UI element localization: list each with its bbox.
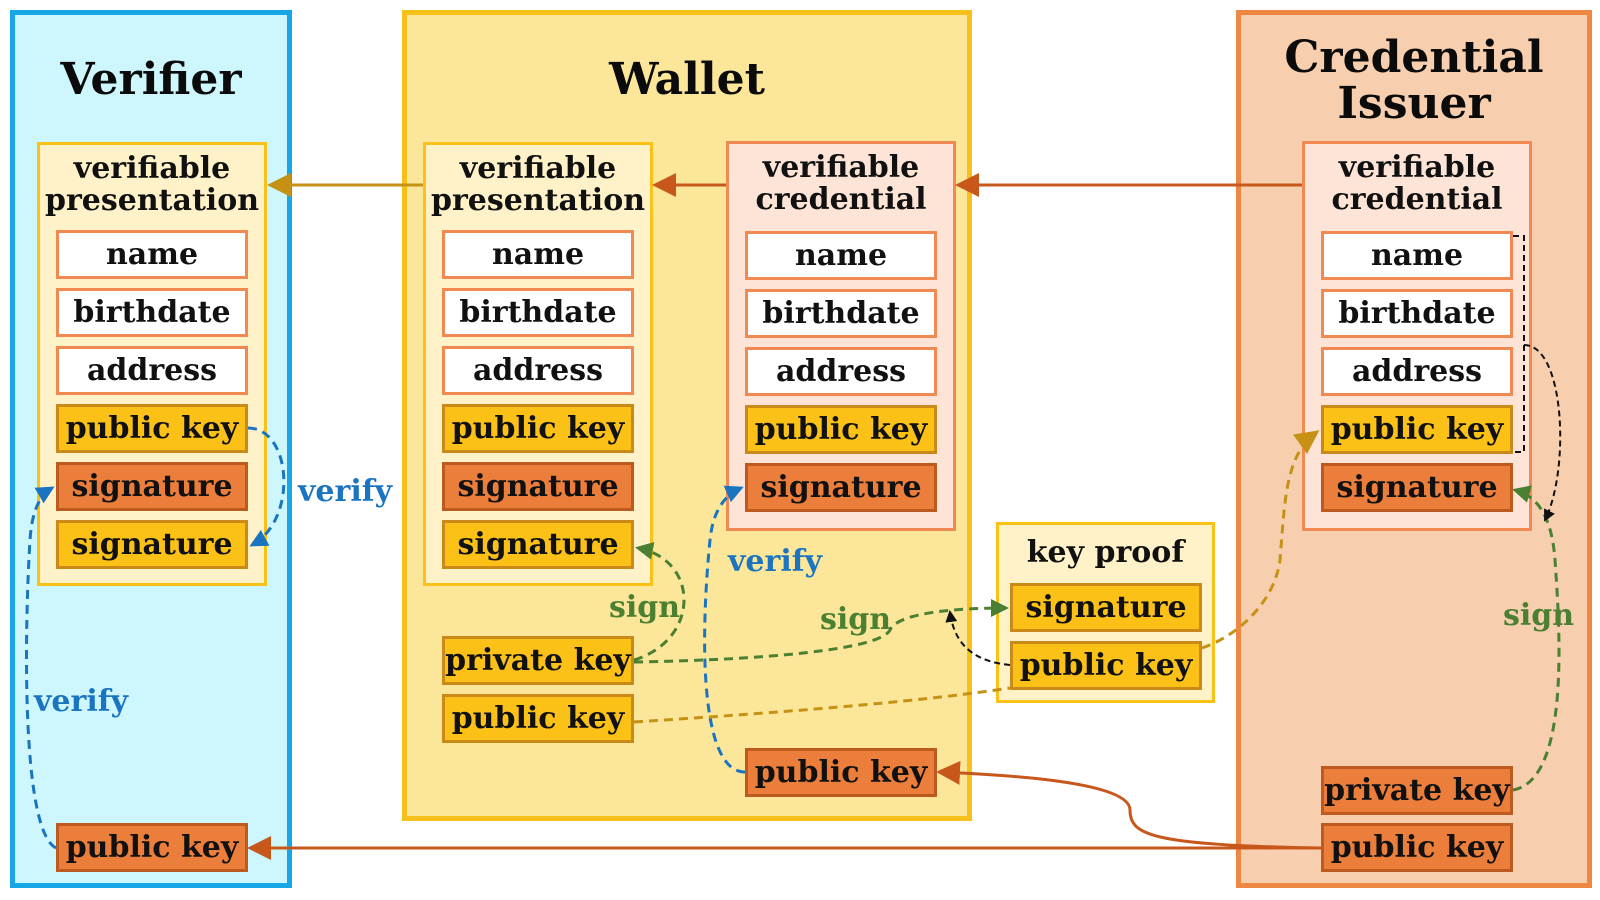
wallet-vp-issuer-signature-field: signature (442, 462, 634, 511)
issuer-title: Credential Issuer (1284, 32, 1544, 129)
sign-label-wallet-presentation: sign (609, 590, 681, 625)
wallet-vc-address-field: address (745, 347, 937, 396)
sign-private-key-to-vp-signature (633, 542, 686, 662)
verify-verifier-pubkey-to-holder-sig (247, 426, 286, 547)
issuer-vc-name-field: name (1321, 231, 1513, 280)
sign-label-wallet-keyproof: sign (820, 602, 892, 637)
issuer-vc-signature-field: signature (1321, 463, 1513, 512)
verifier-issuer-signature-field: signature (56, 462, 248, 511)
link-wallet-pubkey-to-key-proof (633, 686, 1011, 724)
sign-private-key-to-key-proof (633, 599, 1009, 664)
wallet-vp-holder-signature-field: signature (442, 520, 634, 569)
wallet-private-key: private key (442, 636, 634, 685)
verifier-title: Verifier (60, 54, 242, 105)
verify-label-verifier-side: verify (298, 474, 393, 509)
verifier-name-field: name (56, 230, 248, 279)
issuer-public-key: public key (1321, 823, 1513, 872)
wallet-vc-birthdate-field: birthdate (745, 289, 937, 338)
wallet-vc-signature-field: signature (745, 463, 937, 512)
verifier-birthdate-field: birthdate (56, 288, 248, 337)
issuer-vc-address-field: address (1321, 347, 1513, 396)
wallet-vc-public-key-field: public key (745, 405, 937, 454)
issuer-vc-public-key-field: public key (1321, 405, 1513, 454)
verify-issuer-pubkey-to-issuer-sig (25, 486, 57, 850)
issuer-vc-birthdate-field: birthdate (1321, 289, 1513, 338)
verifier-presentation-title: verifiable presentation (44, 151, 260, 218)
wallet-credential-title: verifiable credential (755, 150, 927, 217)
verify-label-wallet: verify (728, 544, 823, 579)
wallet-vc-name-field: name (745, 231, 937, 280)
wallet-vp-name-field: name (442, 230, 634, 279)
key-proof-title: key proof (1026, 535, 1185, 570)
issuer-private-key: private key (1321, 766, 1513, 815)
verifier-issuer-public-key: public key (56, 823, 248, 872)
issuer-credential-title: verifiable credential (1331, 150, 1503, 217)
sign-label-issuer: sign (1503, 598, 1575, 633)
verify-label-verifier-left: verify (34, 684, 129, 719)
wallet-presentation-title: verifiable presentation (430, 151, 646, 218)
link-key-proof-to-issuer-pubkey (1201, 430, 1320, 650)
key-proof-signature: signature (1010, 583, 1202, 632)
issuer-fields-bracket (1513, 235, 1525, 453)
wallet-issuer-public-key: public key (745, 748, 937, 797)
key-proof-public-key: public key (1010, 641, 1202, 690)
issuer-fields-to-signature (1523, 344, 1562, 522)
verifier-public-key-field: public key (56, 404, 248, 453)
wallet-vp-public-key-field: public key (442, 404, 634, 453)
verify-wallet-issuer-key-to-vc-sig (703, 485, 746, 774)
flow-issuer-pubkey-to-wallet (936, 760, 1322, 850)
verifier-address-field: address (56, 346, 248, 395)
key-proof-self-binding (945, 610, 1011, 666)
wallet-title: Wallet (609, 54, 765, 105)
wallet-vp-address-field: address (442, 346, 634, 395)
wallet-public-key: public key (442, 694, 634, 743)
verifier-holder-signature-field: signature (56, 520, 248, 569)
sign-issuer-private-key-to-signature (1512, 485, 1561, 792)
wallet-vp-birthdate-field: birthdate (442, 288, 634, 337)
